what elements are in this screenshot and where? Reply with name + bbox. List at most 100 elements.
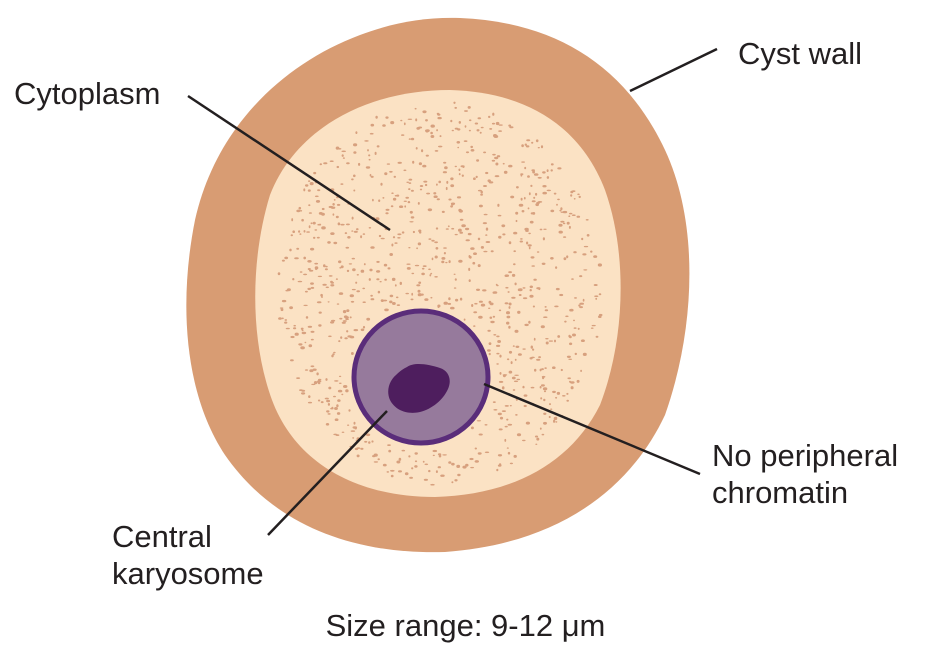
granule — [536, 251, 540, 253]
granule — [384, 308, 389, 312]
granule — [503, 170, 508, 174]
granule — [456, 464, 461, 468]
granule — [543, 398, 546, 402]
granule — [395, 296, 399, 299]
label-central-karyosome: Central karyosome — [112, 518, 264, 592]
granule — [356, 228, 359, 231]
granule — [344, 337, 348, 340]
granule — [534, 435, 539, 438]
granule — [553, 192, 557, 195]
granule — [542, 387, 548, 391]
granule — [522, 348, 526, 350]
granule — [555, 287, 560, 291]
granule — [542, 185, 547, 188]
leader-line-cytoplasm — [187, 94, 391, 232]
granule — [546, 189, 551, 192]
granule — [315, 267, 318, 271]
granule — [450, 177, 454, 181]
granule — [506, 358, 510, 361]
granule — [408, 247, 411, 249]
granule — [350, 430, 356, 432]
leader-lines — [187, 47, 718, 536]
granule — [562, 210, 568, 214]
granule — [430, 483, 435, 486]
granule — [498, 309, 502, 312]
granule — [463, 140, 468, 143]
granule — [520, 238, 523, 240]
granule — [314, 195, 319, 198]
granule — [342, 320, 347, 322]
granule — [492, 291, 495, 294]
granule — [317, 399, 321, 402]
granule — [453, 273, 456, 275]
granule — [342, 310, 347, 314]
granule — [290, 359, 294, 362]
granule — [365, 166, 371, 169]
granule — [360, 235, 363, 239]
granule — [337, 399, 341, 402]
granule — [307, 325, 313, 328]
granule — [330, 280, 333, 283]
granule — [495, 162, 499, 166]
granule — [489, 316, 493, 319]
granule — [590, 327, 594, 329]
granule — [297, 280, 303, 283]
granule — [543, 412, 547, 415]
granule — [497, 214, 502, 217]
granule — [496, 363, 499, 365]
granule — [458, 208, 462, 212]
granule — [539, 385, 542, 389]
granule — [504, 405, 509, 407]
granule — [408, 455, 411, 458]
granule — [479, 131, 482, 134]
granule — [480, 126, 484, 129]
granule — [335, 215, 339, 219]
granule — [406, 263, 411, 265]
granule — [513, 454, 517, 458]
granule — [354, 447, 359, 451]
granule — [376, 145, 380, 148]
granule — [389, 294, 394, 298]
granule — [390, 474, 394, 478]
cytoplasm-region — [255, 90, 621, 497]
granule — [453, 101, 456, 105]
granule — [565, 315, 569, 318]
granule — [298, 343, 303, 346]
granule — [548, 340, 554, 342]
granule — [397, 237, 401, 239]
granule — [513, 231, 518, 235]
granule — [363, 263, 366, 266]
granule — [416, 284, 421, 287]
granule — [431, 239, 435, 242]
granule — [326, 399, 331, 403]
granule — [478, 433, 483, 436]
granule — [327, 301, 330, 303]
granule — [533, 196, 536, 199]
granule — [317, 223, 321, 226]
granule — [356, 290, 361, 293]
granule — [353, 143, 358, 147]
granule — [512, 389, 516, 391]
granule — [435, 247, 439, 250]
label-chromatin-line-1: No peripheral — [712, 438, 899, 473]
granule — [310, 247, 315, 251]
granule — [497, 340, 501, 343]
granule — [439, 135, 442, 138]
granule — [346, 269, 350, 273]
granule — [468, 119, 472, 122]
granule — [369, 268, 373, 272]
granule — [336, 203, 341, 206]
granule — [542, 376, 545, 380]
granule — [493, 409, 498, 411]
granule — [410, 298, 414, 301]
granule — [377, 458, 380, 461]
granule — [550, 209, 555, 213]
granule — [304, 341, 307, 344]
granule — [387, 444, 391, 446]
granule — [539, 368, 542, 372]
granule — [569, 335, 572, 339]
granule — [470, 247, 475, 250]
granule — [386, 163, 391, 165]
label-cyst-wall: Cyst wall — [738, 35, 862, 72]
granule — [517, 310, 521, 314]
